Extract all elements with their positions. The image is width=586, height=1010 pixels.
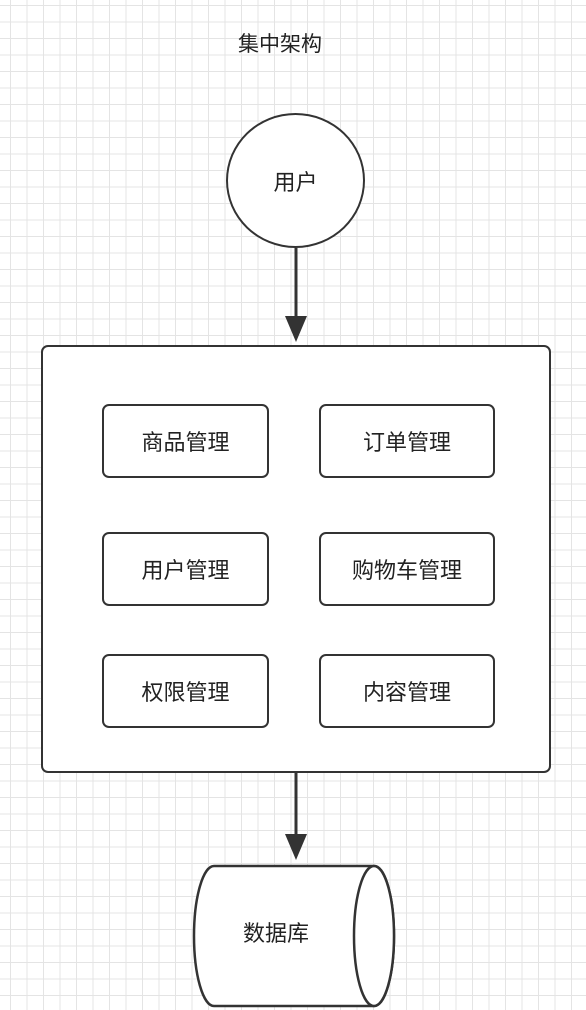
module-label: 购物车管理 — [351, 559, 462, 584]
module-label: 订单管理 — [362, 431, 451, 456]
arrow-user-to-system — [285, 248, 307, 342]
arrow-system-to-database — [285, 773, 307, 860]
module-label: 内容管理 — [362, 681, 451, 706]
module-permission-management: 权限管理 — [102, 654, 269, 728]
module-order-management: 订单管理 — [319, 404, 495, 478]
module-label: 商品管理 — [141, 431, 230, 456]
module-label: 权限管理 — [141, 681, 230, 706]
module-cart-management: 购物车管理 — [319, 532, 495, 606]
module-product-management: 商品管理 — [102, 404, 269, 478]
user-node: 用户 — [226, 113, 365, 248]
diagram-title: 集中架构 — [238, 32, 322, 56]
module-content-management: 内容管理 — [319, 654, 495, 728]
database-label: 数据库 — [242, 922, 309, 947]
module-label: 用户管理 — [141, 559, 230, 584]
database-shape — [192, 864, 396, 1008]
user-node-label: 用户 — [273, 170, 318, 196]
module-user-management: 用户管理 — [102, 532, 269, 606]
